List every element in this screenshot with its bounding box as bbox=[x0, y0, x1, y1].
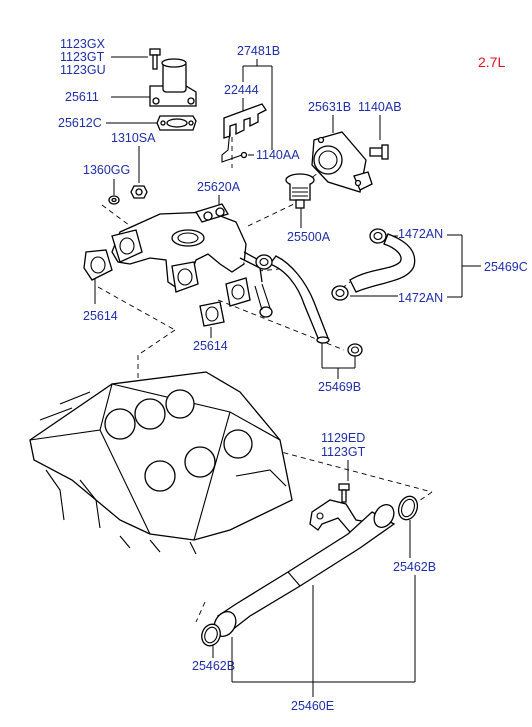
part-label-1123gx: 1123GX bbox=[60, 37, 106, 51]
part-label-25611: 25611 bbox=[65, 90, 99, 104]
part-label-1472an-bottom: 1472AN bbox=[398, 291, 443, 305]
bolt-1129ed bbox=[338, 483, 350, 503]
part-label-25462b-left: 25462B bbox=[192, 659, 235, 673]
engine-block bbox=[29, 371, 293, 555]
gasket-25612c bbox=[156, 115, 197, 131]
part-label-25469b: 25469B bbox=[318, 380, 361, 394]
thermostat-25500a bbox=[285, 173, 315, 209]
part-label-1360gg: 1360GG bbox=[83, 163, 130, 177]
bolt-1140ab bbox=[369, 144, 389, 160]
part-label-25462b-right: 25462B bbox=[393, 560, 436, 574]
gasket-25614-left bbox=[83, 249, 113, 281]
clamp-1472an-top bbox=[369, 228, 387, 244]
part-label-27481b: 27481B bbox=[237, 44, 280, 58]
part-label-25612c: 25612C bbox=[58, 116, 102, 130]
part-label-25500a: 25500A bbox=[287, 230, 331, 244]
o-ring-25462b-right bbox=[397, 495, 419, 521]
clamp-25469b-lower bbox=[347, 343, 363, 357]
part-label-1472an-top: 1472AN bbox=[398, 227, 443, 241]
clamp-1472an-bottom bbox=[331, 285, 349, 301]
part-label-1140ab: 1140AB bbox=[358, 100, 402, 114]
part-label-22444: 22444 bbox=[224, 83, 259, 97]
part-label-1123gt-lower: 1123GT bbox=[321, 445, 366, 459]
bolt-1123gx bbox=[149, 48, 161, 70]
water-outlet-fitting-25611 bbox=[149, 58, 197, 107]
gasket-25614-center bbox=[199, 301, 225, 327]
o-ring-25462b-left bbox=[201, 623, 221, 647]
engine-variant-label: 2.7L bbox=[478, 54, 505, 70]
part-label-25620a: 25620A bbox=[197, 180, 241, 194]
part-label-1123gt: 1123GT bbox=[60, 50, 105, 64]
bracket-22444 bbox=[221, 103, 267, 163]
part-label-1123gu: 1123GU bbox=[60, 63, 106, 77]
part-label-1310sa: 1310SA bbox=[111, 131, 156, 145]
nut-1310sa bbox=[130, 185, 148, 199]
hose-25469c bbox=[349, 233, 416, 293]
washer-1360gg bbox=[108, 195, 120, 205]
part-label-1140aa: 1140AA bbox=[256, 148, 300, 162]
clamp-1472an-upper-left bbox=[255, 254, 273, 270]
hose-25469b bbox=[268, 255, 330, 344]
part-label-1129ed: 1129ED bbox=[321, 431, 365, 445]
leader-lines bbox=[94, 56, 481, 697]
part-label-25469c: 25469C bbox=[484, 260, 528, 274]
part-label-25614-left: 25614 bbox=[83, 309, 118, 323]
part-label-25614-center: 25614 bbox=[193, 339, 228, 353]
part-label-25460e: 25460E bbox=[291, 699, 334, 713]
water-inlet-pipe-25460e bbox=[213, 504, 396, 637]
water-manifold-25620a bbox=[111, 203, 273, 318]
thermostat-housing-25631b bbox=[311, 131, 373, 193]
part-label-25631b: 25631B bbox=[308, 100, 351, 114]
